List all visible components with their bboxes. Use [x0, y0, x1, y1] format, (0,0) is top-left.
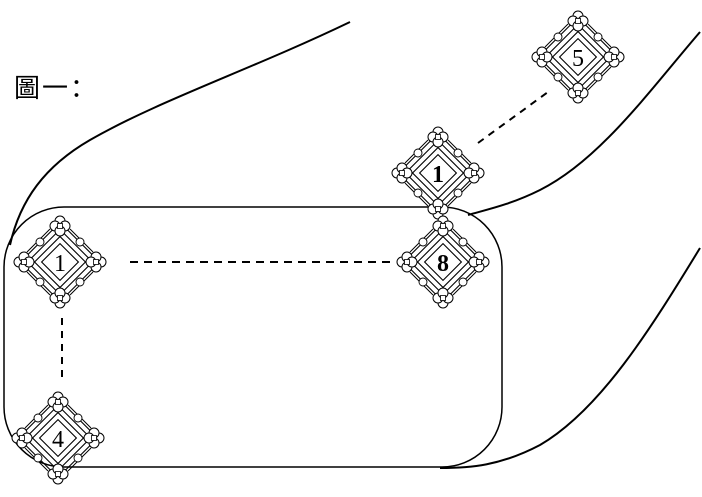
node-5: 5 — [532, 11, 624, 103]
board-outline — [3, 206, 503, 468]
node-1-top-label: 1 — [432, 162, 444, 188]
node-1-left-label: 1 — [54, 251, 66, 277]
curve-bottom-right — [439, 247, 701, 469]
figure-caption: 圖一： — [14, 74, 99, 104]
node-8-label: 8 — [437, 251, 449, 277]
node-5-label: 5 — [572, 46, 584, 72]
curve-top-right — [467, 31, 701, 216]
dashed-link-1-5 — [477, 91, 549, 144]
node-4-label: 4 — [52, 427, 64, 453]
node-1-left: 1 — [14, 216, 106, 308]
curve-top-left — [9, 21, 351, 246]
node-1-top: 1 — [392, 127, 484, 219]
node-8: 8 — [397, 216, 489, 308]
node-4: 4 — [12, 392, 104, 484]
